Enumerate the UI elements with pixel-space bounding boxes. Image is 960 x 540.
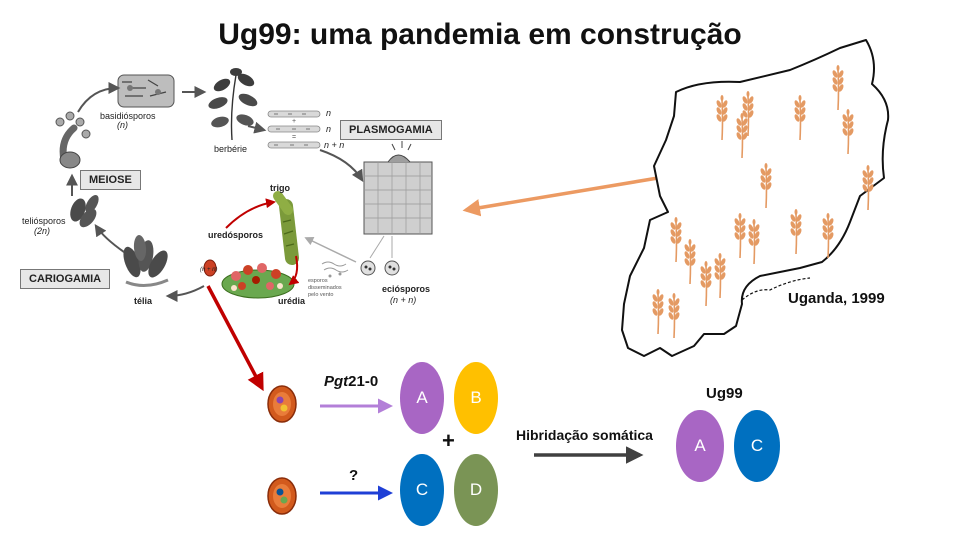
pgt-spore-1 [267,385,297,423]
label-teliosporos-ploidy: (2n) [34,226,51,236]
wheat-stem-illustration [273,191,299,265]
basidia-illustration [117,74,175,108]
label-n-2: n [326,124,332,134]
barberry-illustration [208,68,258,141]
label-uredia: urédia [278,296,306,306]
pgt-spore-2 [267,477,297,515]
arrow-wheat-to-uredia [288,255,300,286]
result-nucleus-c: C [734,410,780,482]
label-uredosporos: uredósporos [208,230,264,240]
hyphae-illustration: + = [267,110,321,149]
label-trigo: trigo [270,183,290,193]
label-uredosporos-ploidy: (n + n) [200,267,218,273]
label-basidiosporos: basidiósporos [100,111,156,121]
arrow-urediospores-to-wheat [225,198,276,229]
arrow-uganda-to-cycle [462,174,671,217]
label-eciosporos-ploidy: (n + n) [390,295,417,305]
label-meiose: MEIOSE [80,170,141,190]
label-berberie: berbérie [214,144,248,154]
aeciospore-cells [360,235,400,276]
label-unknown-source: ? [349,467,359,484]
arrow-aeciospores-to-wheat [304,237,357,263]
arrow-plasmogamia-to-aecium [319,149,364,183]
nucleus-a: A [400,362,444,434]
uredia-illustration [221,263,295,299]
label-telia: télia [134,296,153,306]
teliospore-illustration [70,194,99,228]
svg-text:+: + [292,118,296,125]
plus-sign: + [442,428,455,453]
label-pgt-italic: Pgt [324,373,349,390]
label-wind-note: esporos disseminados pelo vento [308,278,342,298]
lake-shoreline [741,277,811,301]
label-n-plus-n: n + n [324,140,345,150]
arrow-meiose-to-basidiospores [77,82,121,113]
aecium-illustration [363,141,433,235]
wind-spores-illustration [321,261,349,278]
arrow-uredia-to-pgt [206,285,264,392]
label-uganda-1999: Uganda, 1999 [788,290,885,307]
nucleus-c: C [400,454,444,526]
label-pgt21-0: Pgt21-0 [324,373,378,390]
nucleus-b: B [454,362,498,434]
label-n-1: n [326,108,332,118]
label-cariogamia: CARIOGAMIA [20,269,111,289]
uganda-map-outline [621,39,890,357]
arrow-telia-to-teliospores [94,224,125,253]
label-hibridacao-somatica: Hibridação somática [516,427,653,443]
result-nucleus-a: A [676,410,724,482]
urediospore-cell [203,259,217,277]
label-eciosporos: eciósporos [382,284,431,294]
label-pgt-rest: 21-0 [348,373,379,390]
svg-text:=: = [292,134,296,141]
nucleus-d: D [454,454,498,526]
label-basidiosporos-ploidy: (n) [117,120,128,130]
label-ug99: Ug99 [706,385,743,402]
slide-title: Ug99: uma pandemia em construção [218,18,742,51]
label-teliosporos: teliósporos [22,216,66,226]
basidium-illustration [55,111,91,169]
label-plasmogamia: PLASMOGAMIA [340,120,442,140]
telia-illustration [123,235,169,287]
arrow-barberry-to-hyphae [247,121,267,134]
arrow-uredia-to-telia [165,285,205,302]
